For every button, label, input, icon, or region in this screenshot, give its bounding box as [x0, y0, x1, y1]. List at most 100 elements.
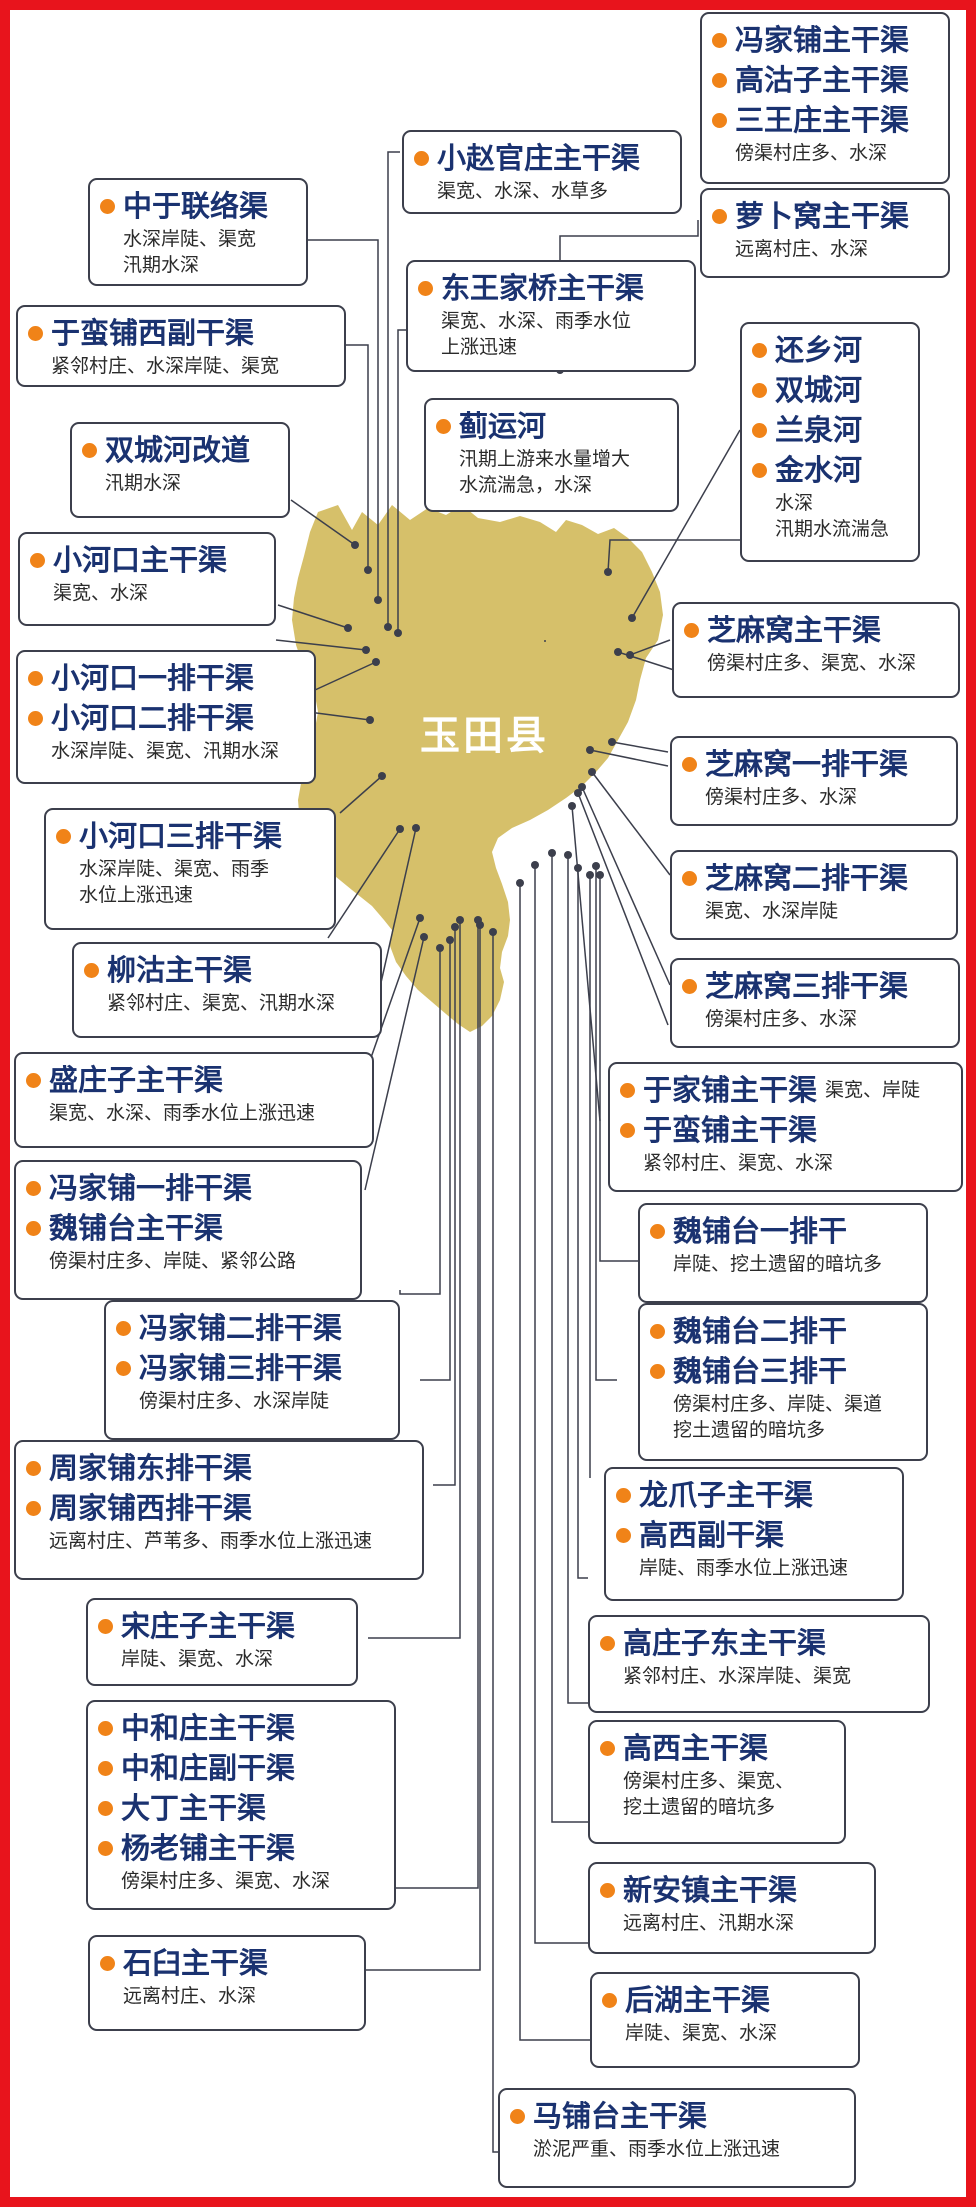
hazard-desc: 傍渠村庄多、水深岸陡 [139, 1390, 330, 1412]
bullet-dot-icon [98, 1800, 113, 1816]
channel-row: 周家铺东排干渠 [26, 1448, 412, 1488]
channel-row: 冯家铺一排干渠 [26, 1168, 350, 1208]
hazard-desc: 渠宽、水深、雨季水位 [441, 310, 632, 332]
bullet-dot-icon [752, 422, 767, 438]
channel-name: 魏铺台一排干 [673, 1214, 848, 1248]
callout-box: 于蛮铺西副干渠紧邻村庄、水深岸陡、渠宽 [16, 305, 346, 387]
channel-row: 于蛮铺西副干渠 [28, 313, 334, 353]
channel-row: 后湖主干渠 [602, 1980, 848, 2020]
channel-row: 蓟运河 [436, 406, 667, 446]
channel-row: 芝麻窝一排干渠 [682, 744, 946, 784]
callout-box: 芝麻窝三排干渠傍渠村庄多、水深 [670, 958, 960, 1048]
bullet-dot-icon [600, 1740, 615, 1756]
bullet-dot-icon [616, 1527, 631, 1543]
hazard-desc: 岸陡、渠宽、水深 [121, 1648, 274, 1670]
bullet-dot-icon [28, 710, 43, 726]
channel-name: 后湖主干渠 [625, 1983, 771, 2017]
channel-row: 芝麻窝二排干渠 [682, 858, 946, 898]
hazard-desc: 傍渠村庄多、水深 [735, 142, 888, 164]
bullet-dot-icon [26, 1460, 41, 1476]
bullet-dot-icon [650, 1223, 665, 1239]
channel-name: 东王家桥主干渠 [441, 271, 645, 305]
hazard-desc: 傍渠村庄多、水深 [705, 1008, 858, 1030]
bullet-dot-icon [510, 2108, 525, 2124]
bullet-dot-icon [600, 1882, 615, 1898]
callout-box: 魏铺台一排干岸陡、挖土遗留的暗坑多 [638, 1203, 928, 1303]
channel-name: 中和庄副干渠 [121, 1751, 296, 1785]
hazard-desc: 水位上涨迅速 [79, 884, 194, 906]
hazard-desc: 汛期水深 [123, 254, 200, 276]
channel-name: 宋庄子主干渠 [121, 1609, 296, 1643]
channel-row: 盛庄子主干渠 [26, 1060, 362, 1100]
channel-name: 三王庄主干渠 [735, 103, 910, 137]
callout-box: 蓟运河汛期上游来水量增大水流湍急，水深 [424, 398, 679, 512]
hazard-desc: 紧邻村庄、渠宽、水深 [643, 1152, 834, 1174]
hazard-desc: 上涨迅速 [441, 336, 518, 358]
bullet-dot-icon [98, 1840, 113, 1856]
callout-box: 石臼主干渠远离村庄、水深 [88, 1935, 366, 2031]
callout-box: 双城河改道汛期水深 [70, 422, 290, 518]
hazard-desc: 傍渠村庄多、岸陡、渠道 [673, 1393, 883, 1415]
bullet-dot-icon [98, 1720, 113, 1736]
bullet-dot-icon [620, 1082, 635, 1098]
callout-box: 中于联络渠水深岸陡、渠宽汛期水深 [88, 178, 308, 286]
channel-name: 魏铺台二排干 [673, 1314, 848, 1348]
bullet-dot-icon [600, 1635, 615, 1651]
hazard-desc: 远离村庄、汛期水深 [623, 1912, 795, 1934]
channel-row: 魏铺台主干渠 [26, 1208, 350, 1248]
channel-name: 冯家铺二排干渠 [139, 1311, 343, 1345]
channel-name: 冯家铺三排干渠 [139, 1351, 343, 1385]
bullet-dot-icon [98, 1760, 113, 1776]
channel-name: 高庄子东主干渠 [623, 1626, 827, 1660]
channel-row: 冯家铺二排干渠 [116, 1308, 388, 1348]
callout-box: 小河口一排干渠小河口二排干渠水深岸陡、渠宽、汛期水深 [16, 650, 316, 784]
callout-box: 还乡河双城河兰泉河金水河水深汛期水流湍急 [740, 322, 920, 562]
channel-row: 新安镇主干渠 [600, 1870, 864, 1910]
channel-row: 小河口一排干渠 [28, 658, 304, 698]
hazard-desc: 远离村庄、水深 [735, 238, 869, 260]
hazard-desc: 渠宽、水深、水草多 [437, 180, 609, 202]
hazard-desc: 紧邻村庄、水深岸陡、渠宽 [51, 355, 280, 377]
hazard-desc: 紧邻村庄、水深岸陡、渠宽 [623, 1665, 852, 1687]
callout-box: 萝卜窝主干渠远离村庄、水深 [700, 188, 950, 278]
bullet-dot-icon [682, 756, 697, 772]
channel-name: 兰泉河 [775, 413, 863, 447]
channel-row: 还乡河 [752, 330, 908, 370]
channel-name: 大丁主干渠 [121, 1791, 267, 1825]
channel-row: 冯家铺三排干渠 [116, 1348, 388, 1388]
bullet-dot-icon [56, 828, 71, 844]
bullet-dot-icon [712, 32, 727, 48]
hazard-desc: 渠宽、水深岸陡 [705, 900, 839, 922]
channel-name: 小河口二排干渠 [51, 701, 255, 735]
channel-row: 马铺台主干渠 [510, 2096, 844, 2136]
hazard-desc: 汛期上游来水量增大 [459, 448, 631, 470]
bullet-dot-icon [116, 1360, 131, 1376]
channel-name: 周家铺西排干渠 [49, 1491, 253, 1525]
channel-row: 冯家铺主干渠 [712, 20, 938, 60]
bullet-dot-icon [116, 1320, 131, 1336]
channel-name: 冯家铺主干渠 [735, 23, 910, 57]
callout-box: 芝麻窝二排干渠渠宽、水深岸陡 [670, 850, 958, 940]
channel-row: 中和庄主干渠 [98, 1708, 384, 1748]
channel-name: 金水河 [775, 453, 863, 487]
channel-name: 小河口主干渠 [53, 543, 228, 577]
channel-name: 新安镇主干渠 [623, 1873, 798, 1907]
hazard-desc: 水深岸陡、渠宽、雨季 [79, 858, 270, 880]
bullet-dot-icon [620, 1122, 635, 1138]
channel-name: 芝麻窝二排干渠 [705, 861, 909, 895]
callout-box: 高庄子东主干渠紧邻村庄、水深岸陡、渠宽 [588, 1615, 930, 1713]
bullet-dot-icon [30, 552, 45, 568]
bullet-dot-icon [28, 670, 43, 686]
channel-row: 于蛮铺主干渠 [620, 1110, 951, 1150]
hazard-desc: 汛期水流湍急 [775, 518, 890, 540]
bullet-dot-icon [682, 870, 697, 886]
hazard-desc: 挖土遗留的暗坑多 [673, 1419, 826, 1441]
channel-row: 小河口主干渠 [30, 540, 264, 580]
leader-dots [344, 366, 636, 952]
channel-name: 周家铺东排干渠 [49, 1451, 253, 1485]
callout-box: 芝麻窝一排干渠傍渠村庄多、水深 [670, 736, 958, 826]
channel-name: 高西主干渠 [623, 1731, 769, 1765]
hazard-desc: 远离村庄、水深 [123, 1985, 257, 2007]
hazard-desc: 淤泥严重、雨季水位上涨迅速 [533, 2138, 781, 2160]
channel-row: 芝麻窝三排干渠 [682, 966, 948, 1006]
